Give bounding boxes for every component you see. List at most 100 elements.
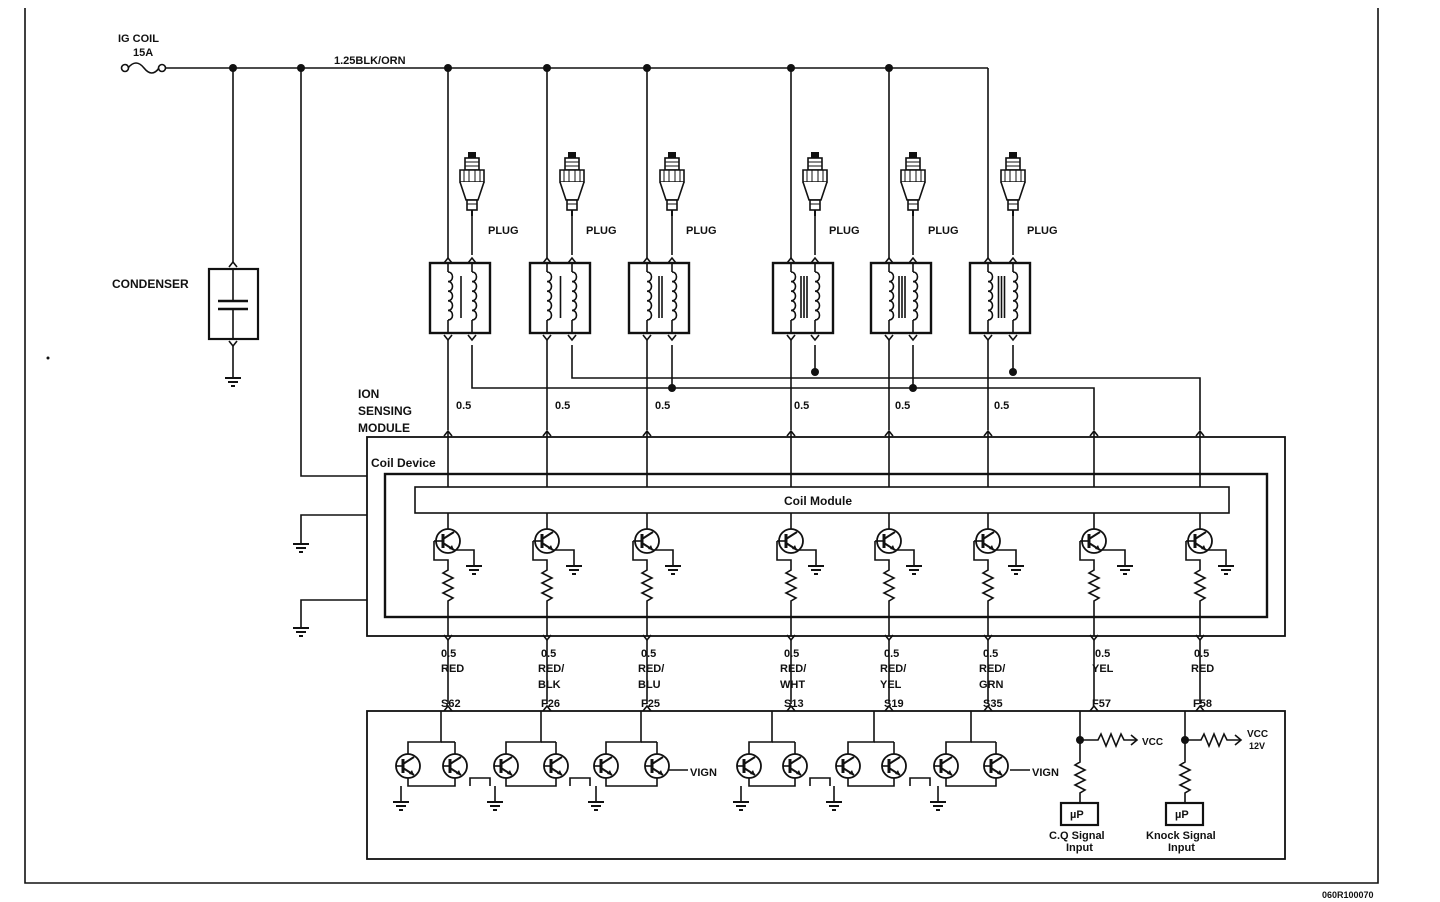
spark-plug-icon [459,151,485,217]
ism-label-line1: ION [358,387,379,401]
ecm-transistor-pair [587,711,671,811]
ignition-coils [428,68,1205,487]
resistor-icon [641,565,653,605]
cq-vcc-label: VCC [1142,737,1163,748]
cq-up-label: µP [1070,809,1084,821]
connector-icon [667,334,677,341]
upper-wire-label: 0.5 [655,400,670,412]
figure-id: 060R100070 [1322,890,1374,900]
cq-signal-label-1: C.Q Signal [1049,830,1105,842]
knock-vcc-label: VCC [1247,729,1268,740]
ground-icon [565,559,583,575]
coil-device-label: Coil Device [371,456,436,470]
ecm-transistor-pair [392,711,469,811]
upper-wire-labels: 0.5 0.5 0.5 0.5 0.5 0.5 [456,400,1009,412]
ground-icon [929,795,947,811]
transistor-icon [441,752,469,780]
transistor-icon [643,752,671,780]
spark-plug-icon [802,151,828,217]
connector-icon [983,334,993,341]
fuse-rating-label: 15A [133,47,153,59]
lower-wire-terminal: S62 [441,698,461,710]
ground-icon [807,559,825,575]
knock-12v-label: 12V [1249,741,1265,751]
ecm-transistor-pair [732,711,809,811]
fuse-name-label: IG COIL [118,33,159,45]
lower-wire-color: BLU [638,679,661,691]
ism-label-line3: MODULE [358,421,410,435]
ground-icon [465,559,483,575]
connector-icon [810,334,820,341]
plug-label: PLUG [928,225,959,237]
transistor-icon [982,752,1010,780]
lower-wire-terminal: S35 [983,698,1003,710]
resistor-icon [883,565,895,605]
ignition-coil [968,68,1032,430]
lower-wire-size: 0.5 [884,648,899,660]
connector-icon [443,334,453,341]
transistor-icon [542,752,570,780]
transistor-icon [492,752,520,780]
ground-icon [1116,559,1134,575]
plug-label: PLUG [829,225,860,237]
lower-wire-color: BLK [538,679,561,691]
coil-module-label: Coil Module [784,494,852,508]
ecm-box [366,710,1286,860]
upper-wire-label: 0.5 [456,400,471,412]
upper-wire-label: 0.5 [895,400,910,412]
knock-signal-label-1: Knock Signal [1146,830,1216,842]
knock-signal-label-2: Input [1168,842,1195,854]
ground-icon [1007,559,1025,575]
spark-plug-icon [900,151,926,217]
ground-icon [732,795,750,811]
driver-stage [532,513,583,712]
condenser-label: CONDENSER [112,277,189,291]
secondary-return-wires [471,345,1201,430]
coil-box [771,261,835,335]
transistor-icon [932,752,960,780]
spark-plug-icon [559,151,585,217]
ig-coil-fuse [120,62,167,74]
connector-icon [567,334,577,341]
lower-wire-size: 0.5 [1095,648,1110,660]
ground-icon [664,559,682,575]
knock-signal-circuit [1164,711,1243,827]
driver-stage [632,513,682,712]
ignition-coil [428,68,492,430]
coil-box [428,261,492,335]
transistor-icon [592,752,620,780]
driver-stage [776,513,825,712]
ecm-transistor-pair [929,711,1010,811]
transistor-icon [834,752,862,780]
ground-icon [905,559,923,575]
lower-wire-size: 0.5 [1194,648,1209,660]
connector-icon [467,334,477,341]
cq-microprocessor [1059,801,1100,827]
ecm-transistor-pair [486,711,570,811]
spark-plug-icon [1000,151,1026,217]
connector-icon [1008,334,1018,341]
knock-microprocessor [1164,801,1205,827]
connector-icon [884,334,894,341]
ignition-coil [627,68,691,430]
coil-device-box [366,436,1286,637]
ignition-coil [869,68,933,430]
lower-wire-color: RED/ [880,663,906,675]
ground-icon [825,795,843,811]
resistor-icon [442,565,454,605]
coil-device-ground-2 [300,599,367,622]
lower-wire-color: YEL [1092,663,1114,675]
resistor-icon [541,565,553,605]
plug-label: PLUG [488,225,519,237]
upper-wire-label: 0.5 [794,400,809,412]
coil-device-feed-wire [300,68,367,477]
transistor-icon [735,752,763,780]
ground-icon [486,795,504,811]
lower-wire-color: RED/ [780,663,806,675]
lower-wire-terminal: S19 [884,698,904,710]
driver-stage [973,513,1025,712]
driver-stage [1079,513,1134,712]
lower-wire-color: RED/ [638,663,664,675]
resistor-icon [982,565,994,605]
ground-icon [587,795,605,811]
